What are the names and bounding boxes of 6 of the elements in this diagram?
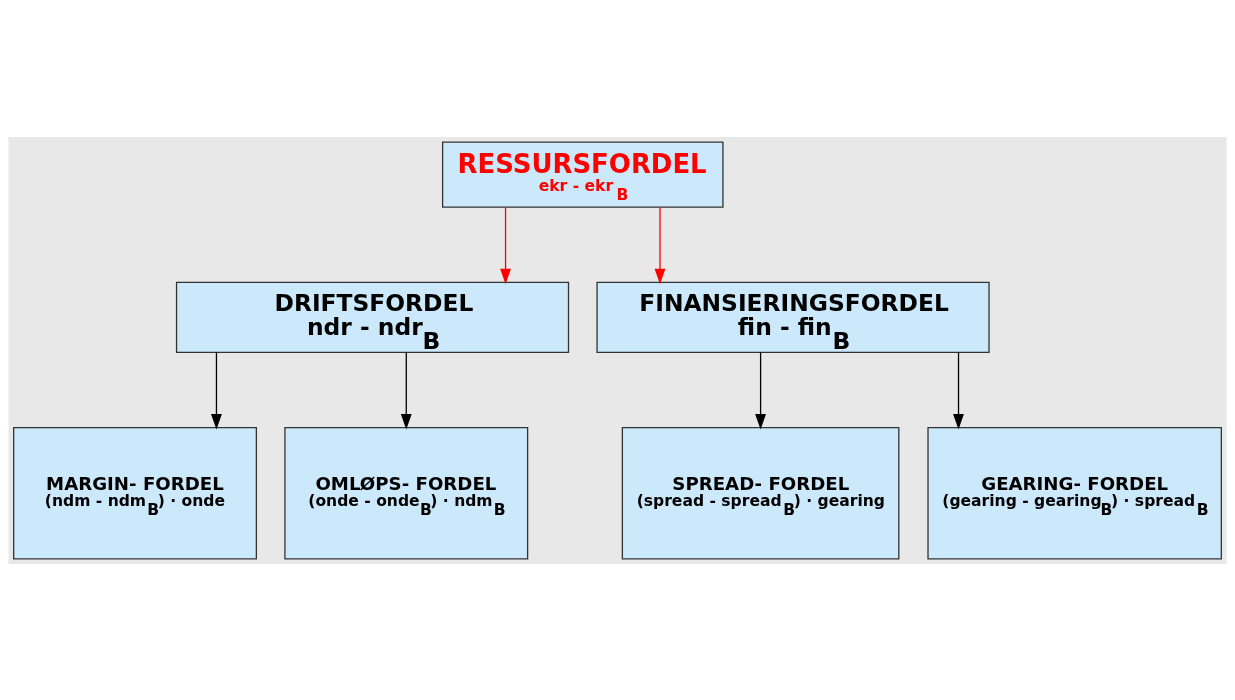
arrow — [953, 351, 964, 429]
arrow — [500, 206, 511, 284]
arrow — [211, 351, 222, 429]
arrow — [654, 206, 666, 284]
arrow — [400, 351, 412, 429]
arrow — [755, 351, 767, 429]
